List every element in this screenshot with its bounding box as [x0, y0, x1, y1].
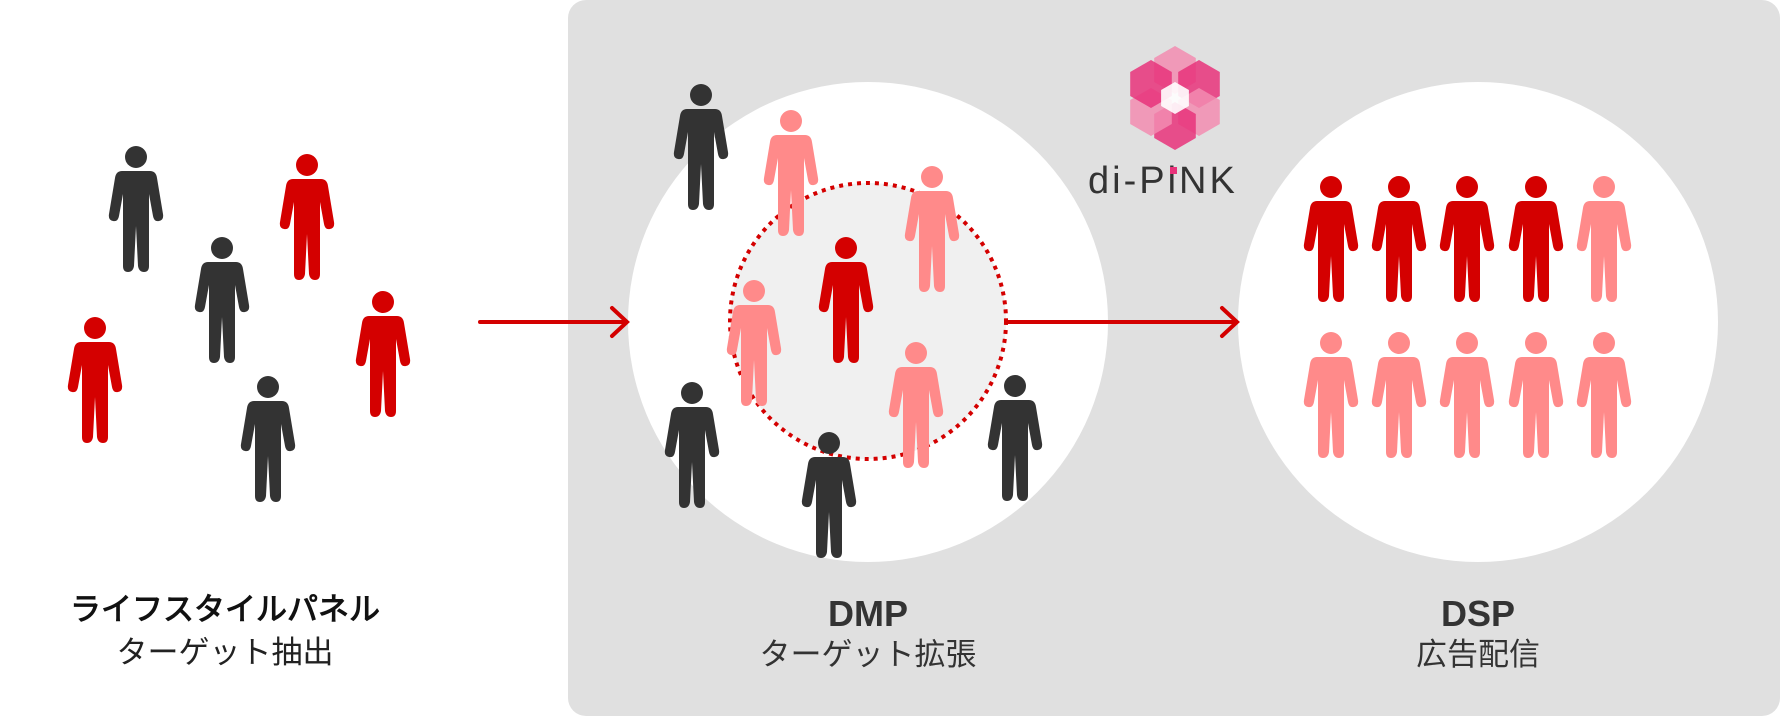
- dsp-circle: [1238, 82, 1718, 562]
- logo-text-part: NK: [1179, 160, 1238, 202]
- arrow-right-icon: [1004, 306, 1240, 338]
- logo-text-part-pink-i: i: [1168, 160, 1179, 202]
- arrow-right-icon: [478, 306, 630, 338]
- dmp-label: DMP ターゲット拡張: [718, 592, 1018, 674]
- person-icon-dark: [194, 237, 250, 363]
- logo-i-pink-dot: [1170, 167, 1178, 174]
- logo-i-letter: i: [1167, 160, 1180, 202]
- person-icon-red: [67, 317, 123, 443]
- person-icon-red: [279, 154, 335, 280]
- dsp-title: DSP: [1440, 593, 1516, 634]
- logo-text-part: P: [1139, 160, 1168, 202]
- lifestyle-panel-title: ライフスタイルパネル: [70, 592, 380, 628]
- lifestyle-panel-subtitle: ターゲット抽出: [116, 635, 334, 672]
- lifestyle-panel-people: [67, 146, 411, 502]
- dsp-label: DSP 広告配信: [1378, 592, 1578, 674]
- hexagon-flower-logo-icon: [1130, 46, 1220, 150]
- logo-text-part: -: [1123, 160, 1140, 202]
- logo-hexagon-center: [1161, 82, 1189, 114]
- dmp-subtitle: ターゲット拡張: [759, 637, 977, 674]
- person-icon-dark: [240, 376, 296, 502]
- arrow-2-head: [1220, 306, 1240, 338]
- logo-text-part: di: [1088, 160, 1124, 202]
- person-icon-red: [355, 291, 411, 417]
- lifestyle-panel-label: ライフスタイルパネル ターゲット抽出: [40, 592, 410, 672]
- dmp-title: DMP: [828, 593, 908, 634]
- arrow-1-head: [610, 306, 630, 338]
- dsp-subtitle: 広告配信: [1416, 637, 1540, 674]
- person-icon-dark: [108, 146, 164, 272]
